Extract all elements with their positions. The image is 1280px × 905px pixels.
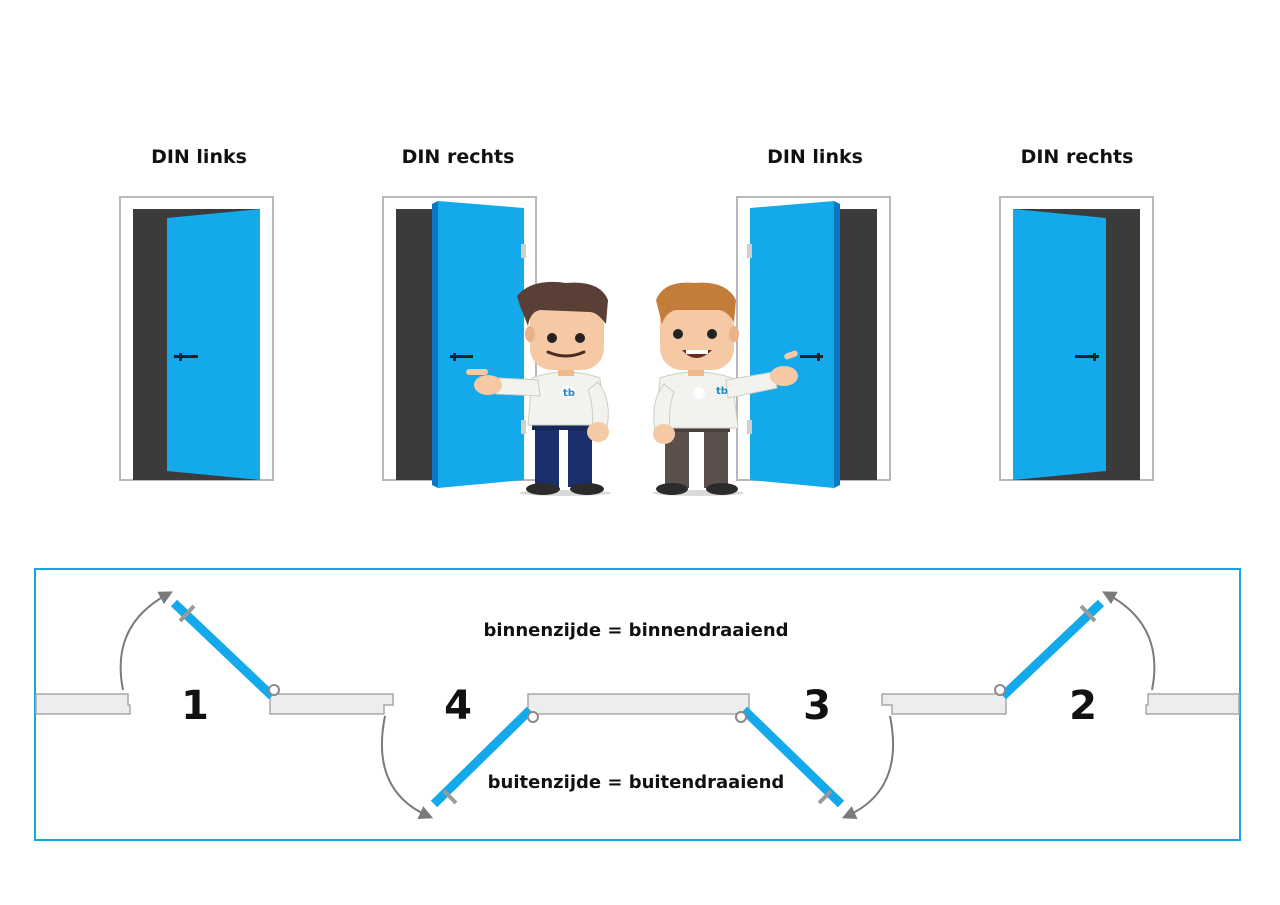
plan-door-4 [381,706,539,819]
door-label-din-links-2: DIN links [767,146,863,168]
door-handle-icon [800,353,823,361]
inside-label: binnenzijde = binnendraaiend [483,620,788,641]
mascot-logo-badge: tb [716,386,728,397]
plan-number-3: 3 [803,683,831,729]
plan-number-2: 2 [1069,683,1097,729]
plan-door-1 [119,591,280,700]
door-label-din-rechts-2: DIN rechts [1021,146,1134,168]
door-label-din-rechts-1: DIN rechts [402,146,515,168]
door-din-rechts-outward [382,196,537,488]
door-din-links-outward [736,196,891,488]
mascot-logo-badge: tb [563,388,575,399]
door-din-rechts-inward [999,196,1154,481]
swing-arrow-icon [1102,591,1156,691]
swing-arrow-icon [841,715,894,819]
mascot-left: tb [466,281,611,496]
door-handle-icon [1075,353,1099,361]
door-din-links-inward [119,196,274,481]
door-handle-icon [450,353,473,361]
swing-arrow-icon [119,591,173,691]
door-label-din-links-1: DIN links [151,146,247,168]
plan-number-4: 4 [444,683,472,729]
plan-door-2 [994,591,1156,700]
door-handle-icon [174,353,198,361]
plan-number-1: 1 [181,683,209,729]
outside-label: buitenzijde = buitendraaiend [488,772,785,793]
mascot-right: tb [652,282,798,496]
plan-door-3 [735,706,894,819]
swing-arrow-icon [381,715,434,819]
